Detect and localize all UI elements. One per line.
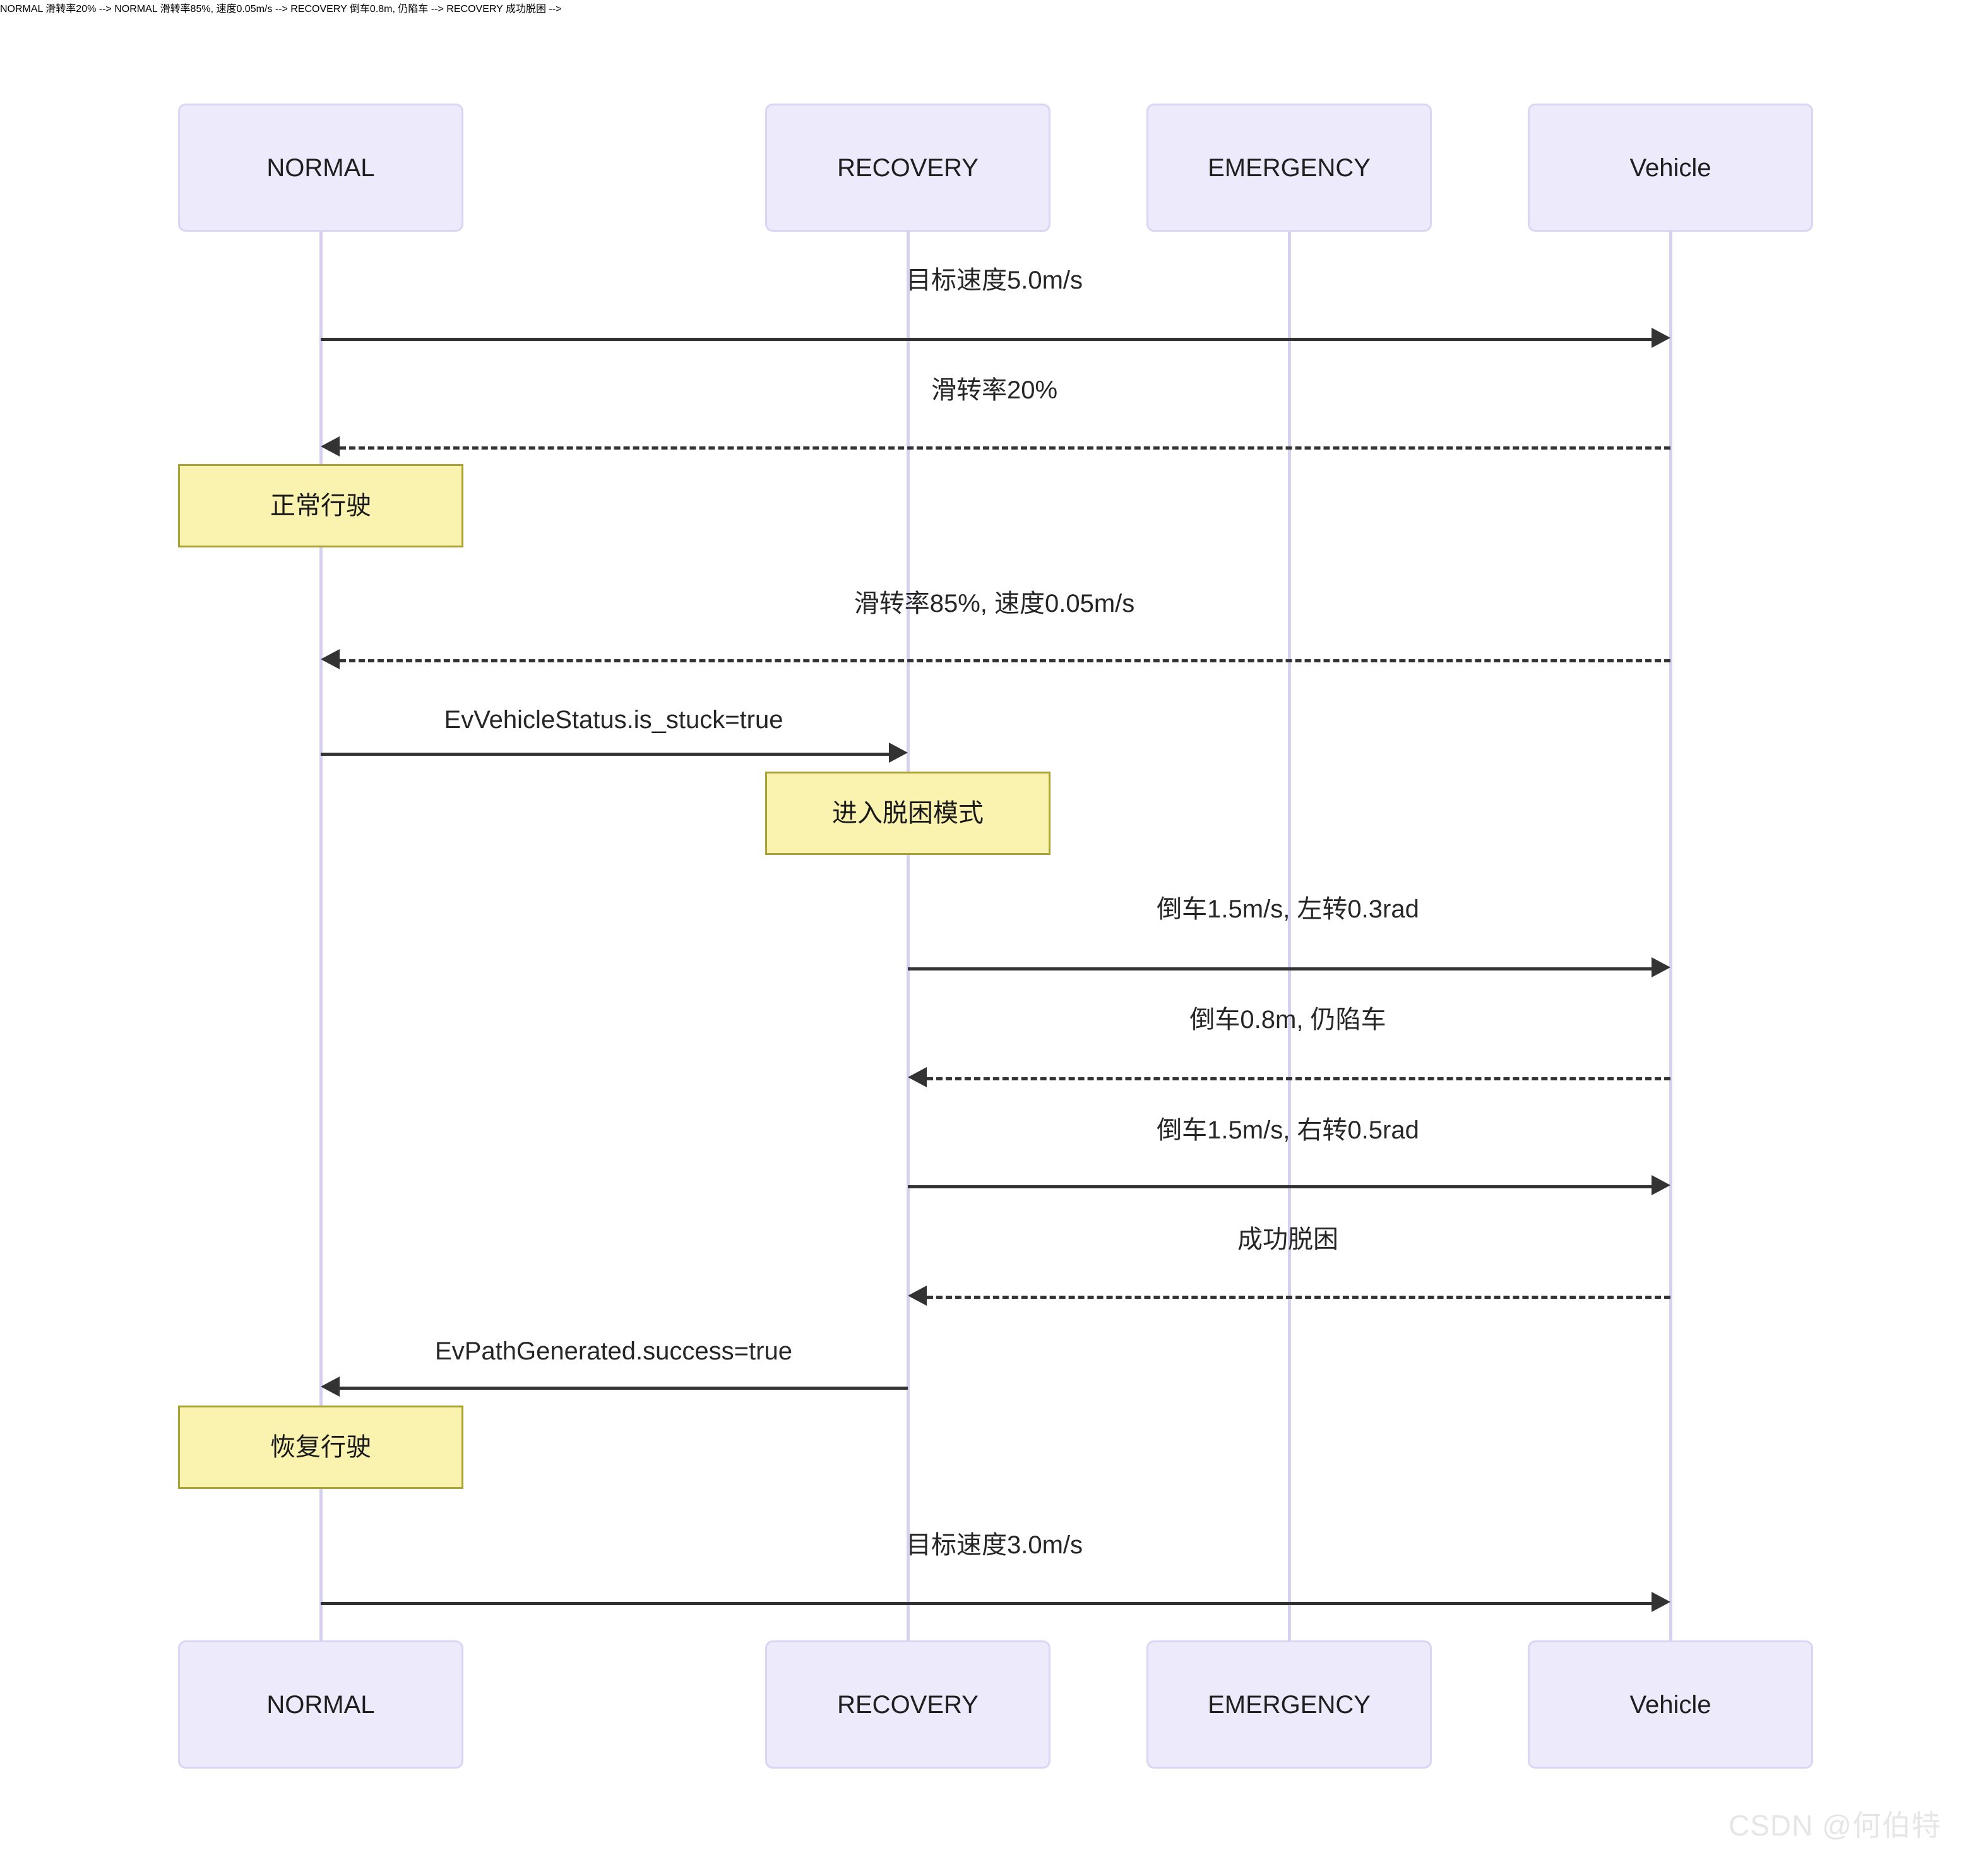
actor-bottom-vehicle[interactable]: Vehicle [1528,1640,1813,1769]
message-label-1: 目标速度5.0m/s [905,266,1083,294]
message-arrowhead-5 [1652,957,1670,977]
message-label-10: 目标速度3.0m/s [905,1531,1083,1559]
message-line-7 [908,1185,1652,1188]
message-label-9: EvPathGenerated.success=true [435,1337,792,1365]
message-arrowhead-7 [1652,1175,1670,1195]
actor-label-emergency: EMERGENCY [1208,153,1371,182]
message-label-2: 滑转率20% [931,376,1058,404]
message-line-9 [340,1387,908,1390]
message-arrowhead-4 [889,743,908,763]
message-arrowhead-8 [908,1286,927,1306]
message-arrowhead-9 [321,1376,340,1397]
lifeline-emergency [1288,232,1291,1640]
message-label-5: 倒车1.5m/s, 左转0.3rad [1157,895,1419,923]
actor-label-normal-bottom: NORMAL [266,1690,375,1719]
message-arrowhead-6 [908,1067,927,1087]
message-label-8: 成功脱困 [1237,1226,1338,1253]
note-label-resume-drive: 恢复行驶 [270,1433,371,1461]
actor-top-emergency[interactable]: EMERGENCY [1146,104,1432,232]
message-line-8 [927,1296,1670,1299]
actor-bottom-recovery[interactable]: RECOVERY [765,1640,1051,1769]
note-normal-drive: 正常行驶 [178,464,463,547]
message-arrowhead-1 [1652,328,1670,348]
lifeline-recovery [907,232,910,1640]
actor-label-recovery-bottom: RECOVERY [837,1690,979,1719]
actor-label-vehicle: Vehicle [1629,153,1711,182]
message-label-7: 倒车1.5m/s, 右转0.5rad [1157,1116,1419,1144]
message-label-6: 倒车0.8m, 仍陷车 [1189,1006,1386,1034]
message-line-10 [321,1602,1652,1605]
note-enter-recovery: 进入脱困模式 [765,772,1051,855]
message-arrowhead-3 [321,649,340,669]
note-resume-drive: 恢复行驶 [178,1406,463,1489]
message-line-2 [340,446,1670,450]
message-line-3 [340,659,1670,662]
message-label-3: 滑转率85%, 速度0.05m/s [854,590,1135,618]
actor-bottom-normal[interactable]: NORMAL [178,1640,463,1769]
actor-bottom-emergency[interactable]: EMERGENCY [1146,1640,1432,1769]
message-label-4: EvVehicleStatus.is_stuck=true [444,706,783,734]
lifeline-vehicle [1669,232,1672,1640]
actor-label-normal: NORMAL [266,153,375,182]
actor-top-normal[interactable]: NORMAL [178,104,463,232]
message-line-6 [927,1077,1670,1080]
csdn-watermark: CSDN @何伯特 [1729,1809,1941,1842]
note-label-enter-recovery: 进入脱困模式 [832,799,984,827]
message-line-4 [321,753,889,756]
message-arrowhead-2 [321,436,340,457]
actor-top-vehicle[interactable]: Vehicle [1528,104,1813,232]
actor-label-vehicle-bottom: Vehicle [1629,1690,1711,1719]
message-arrowhead-10 [1652,1592,1670,1612]
lifeline-normal [319,232,323,1640]
actor-label-emergency-bottom: EMERGENCY [1208,1690,1371,1719]
message-line-1 [321,338,1652,341]
actor-label-recovery: RECOVERY [837,153,979,182]
actor-top-recovery[interactable]: RECOVERY [765,104,1051,232]
note-label-normal-drive: 正常行驶 [270,492,371,520]
message-line-5 [908,967,1652,970]
